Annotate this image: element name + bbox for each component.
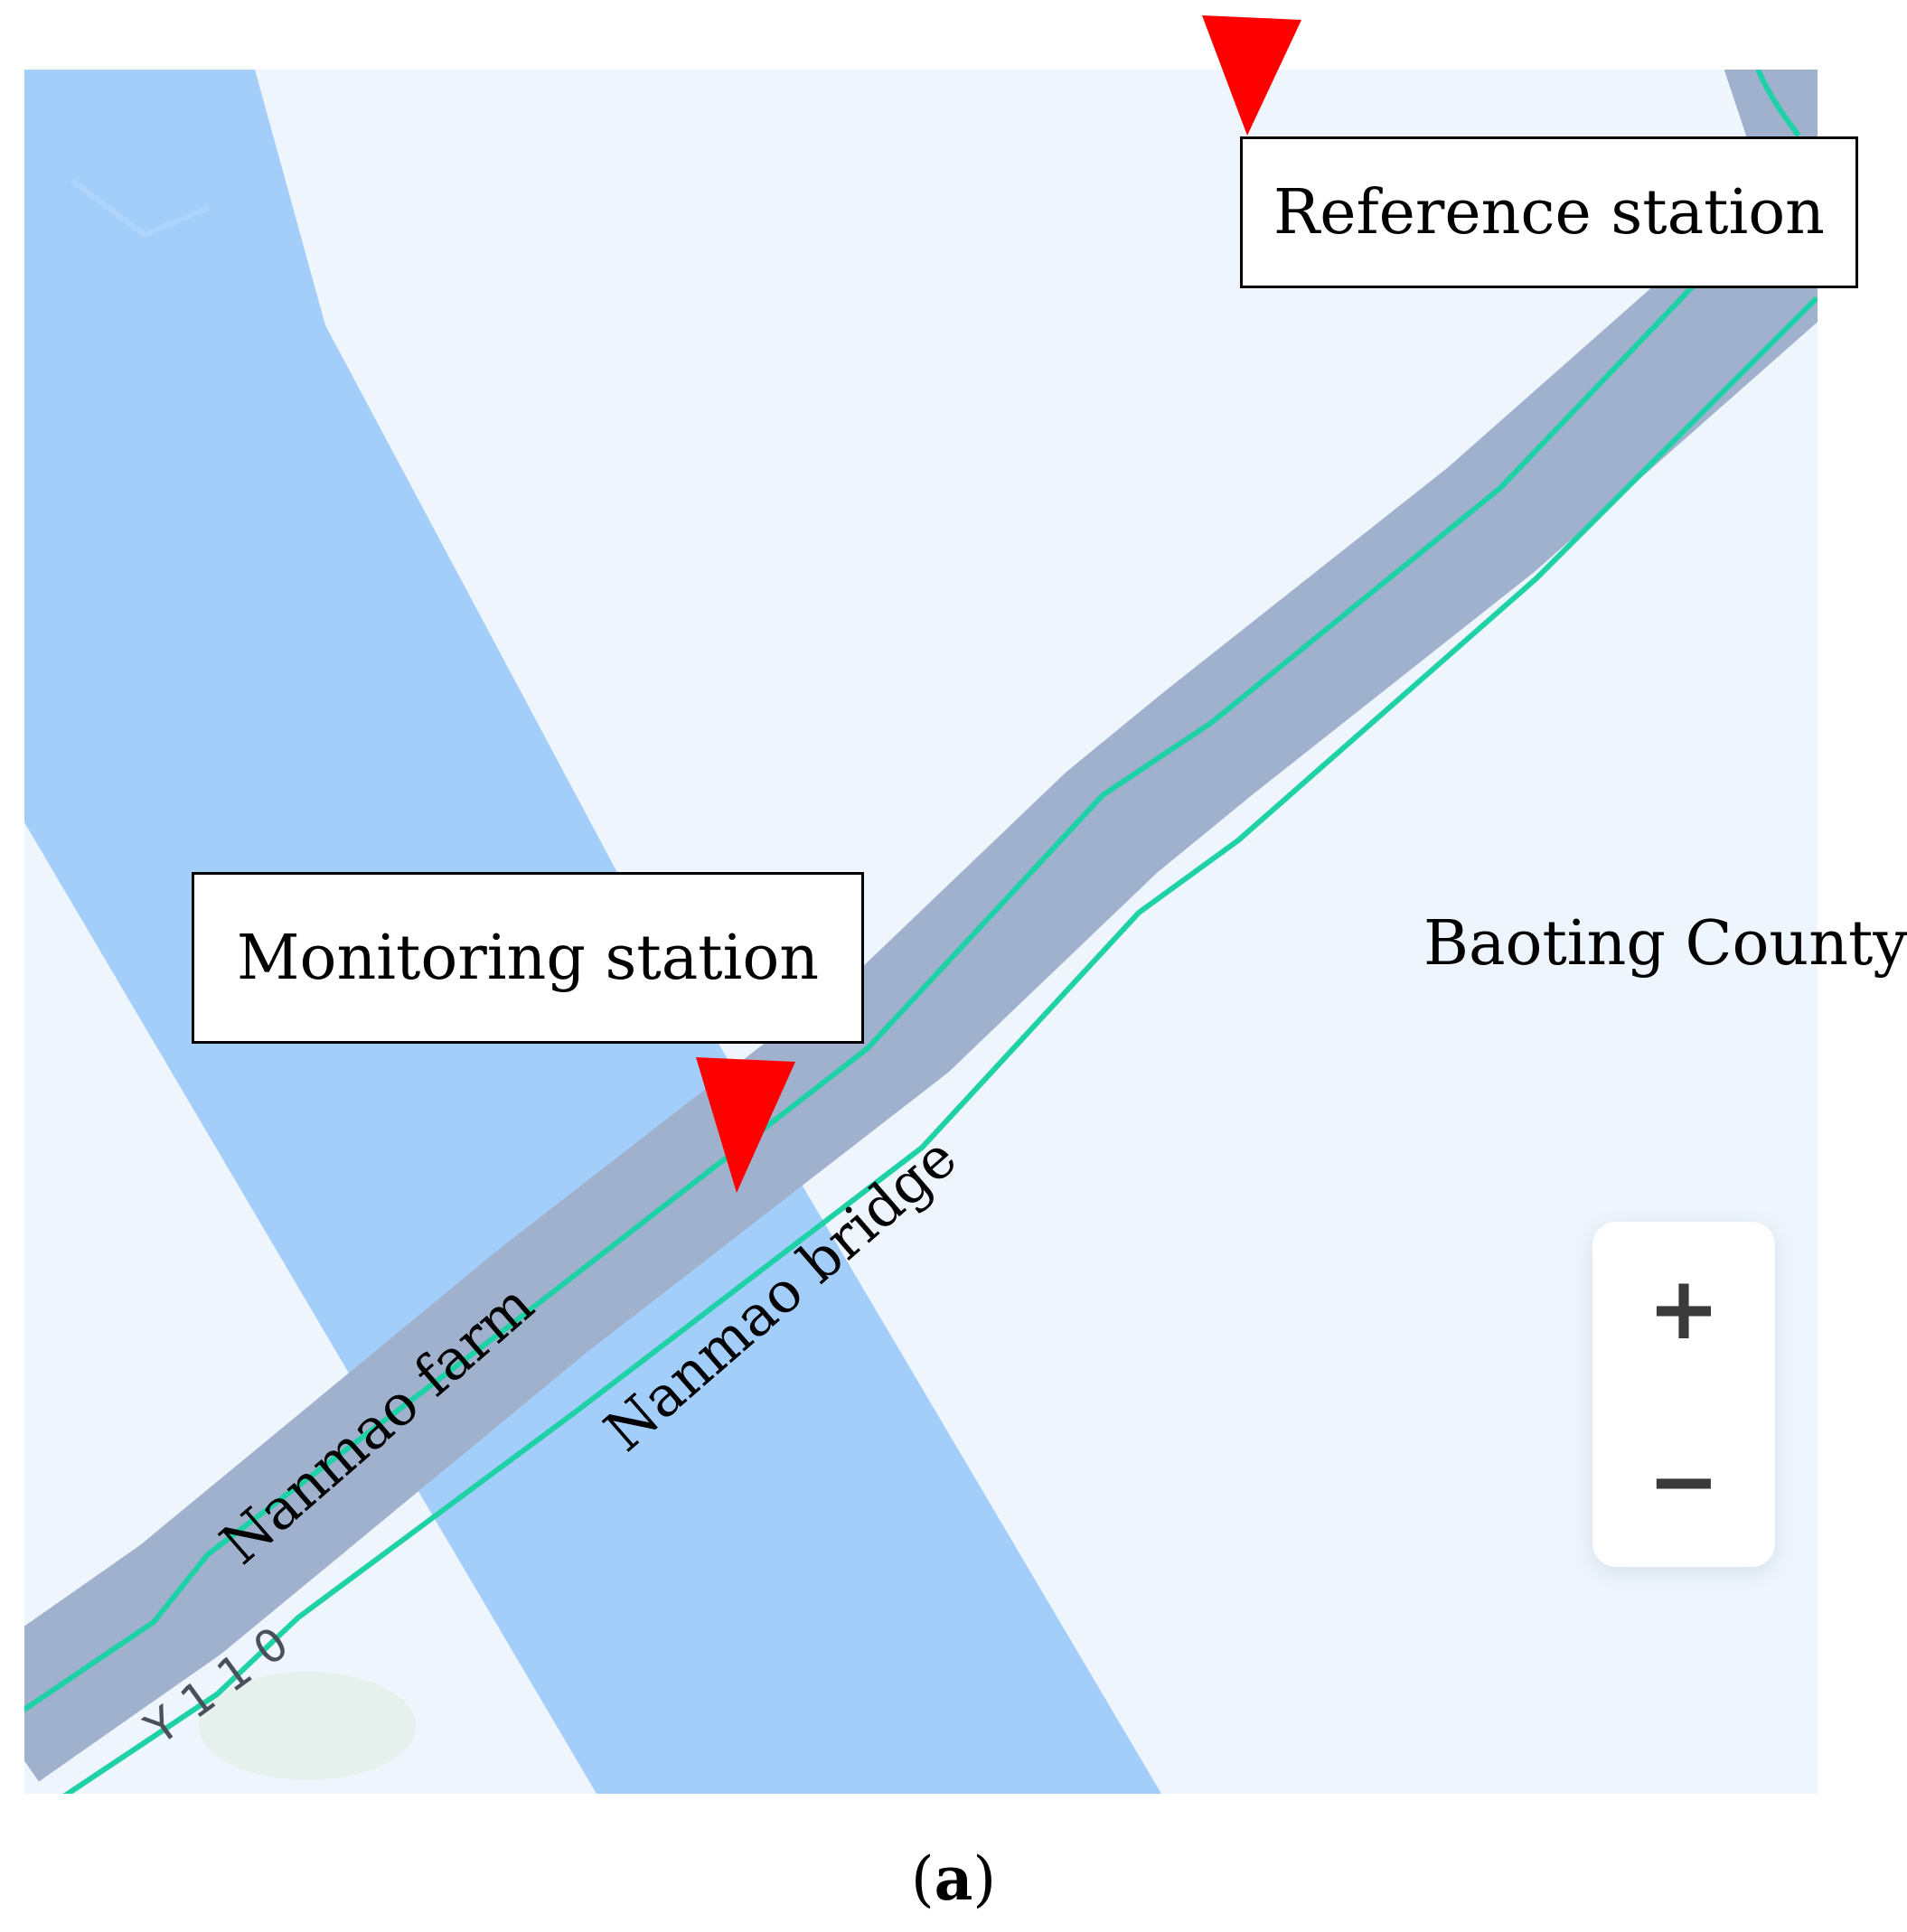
road [24, 165, 1818, 1782]
river-texture [70, 178, 210, 239]
zoom-in-button[interactable]: + [1592, 1222, 1775, 1394]
zoom-control: + − [1592, 1222, 1775, 1567]
caption-open: ( [910, 1844, 935, 1914]
reference-station-label: Reference station [1240, 136, 1858, 288]
zoom-out-button[interactable]: − [1592, 1394, 1775, 1567]
monitoring-station-label: Monitoring station [192, 872, 864, 1044]
reference-station-marker[interactable] [1202, 15, 1301, 136]
park-patch [199, 1672, 416, 1780]
monitoring-station-marker[interactable] [696, 1057, 795, 1193]
caption-letter: a [934, 1843, 973, 1914]
road-line-north [24, 286, 1693, 1713]
county-label: Baoting County [1423, 908, 1907, 980]
figure-caption: (a) [0, 1843, 1907, 1914]
road-line-south [62, 295, 1818, 1794]
caption-close: ) [972, 1844, 997, 1914]
